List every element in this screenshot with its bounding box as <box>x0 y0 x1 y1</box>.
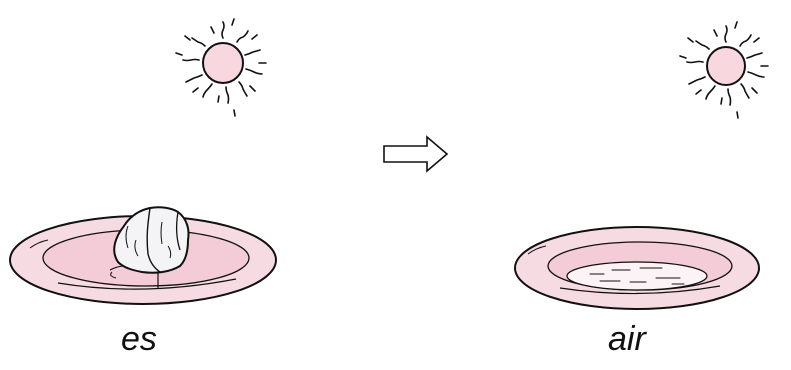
caption-water: air <box>608 322 646 356</box>
plate-with-water-icon <box>515 227 759 309</box>
right-arrow-icon <box>384 137 447 171</box>
caption-ice: es <box>121 322 157 356</box>
sun-icon <box>176 19 266 116</box>
sun-icon <box>680 22 768 118</box>
plate-with-ice-icon <box>10 207 276 304</box>
